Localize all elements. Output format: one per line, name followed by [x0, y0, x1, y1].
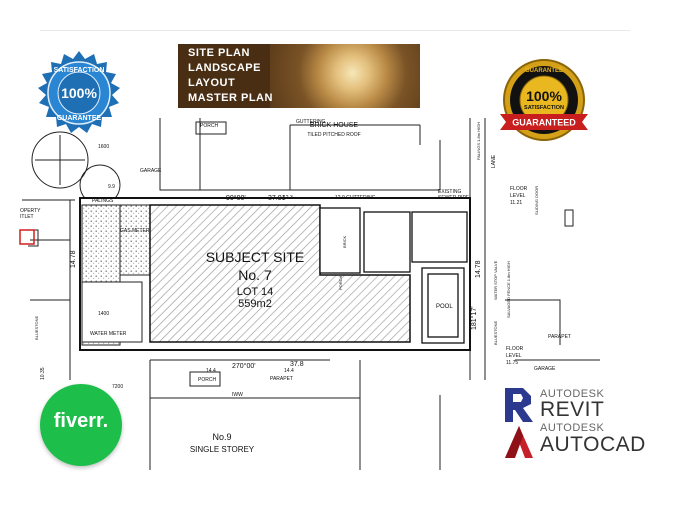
palings-right-label: PALINGS 1.8m HIGH [476, 122, 481, 160]
garage-right-label: GARAGE [534, 366, 556, 372]
bearing-top: 90°00' [226, 194, 246, 202]
bearing-bottom: 270°00' [232, 362, 256, 370]
floor-level-2b: LEVEL [506, 353, 522, 359]
dim-top: 37.91 [268, 195, 286, 202]
fence-label: SALVAGED FENCE 1.8m HIGH [506, 261, 511, 318]
water-meter-zone [81, 281, 143, 343]
seal-gold-ribbon [500, 114, 588, 130]
dim-1400: 1400 [98, 311, 109, 317]
sliding-door-label: SLIDING DOOR [534, 186, 539, 215]
area-label: 559m2 [238, 298, 272, 310]
porch-bottom-label: PORCH [198, 377, 216, 383]
floor-level-2a: FLOOR [506, 346, 524, 352]
banner-ornament [270, 44, 420, 108]
dim-1600: 1600 [98, 144, 109, 150]
left-red-marker [19, 229, 35, 245]
rear-rooms [319, 207, 468, 344]
guaranteed-seal: GUARANTEE 100% SATISFACTION GUARANTEED [500, 59, 588, 141]
banner-line-landscape: LANDSCAPE [188, 62, 261, 74]
seal-blue-percent: 100% [61, 85, 97, 101]
neighbour-number: No.9 [212, 432, 231, 442]
parapet-2: PARAPET [548, 334, 571, 340]
garage-top-label: GARAGE [140, 168, 162, 174]
site-number-label: No. 7 [238, 267, 272, 283]
seal-gold-ring-text: GUARANTEE [525, 68, 563, 74]
subject-house-footprint [149, 204, 411, 343]
revit-name: REVIT [540, 398, 605, 421]
existing-label: EXISTING [438, 189, 461, 195]
services-banner: SITE PLAN LANDSCAPE LAYOUT MASTER PLAN [178, 44, 420, 108]
dim-7200: 7200 [112, 384, 123, 390]
autocad-vendor: AUTODESK [540, 422, 605, 434]
banner-dark-panel [178, 44, 286, 108]
neighbour-description: SINGLE STOREY [190, 445, 255, 454]
seal-blue-top-text: SATISFACTION [54, 67, 105, 74]
iww-label: IWW [232, 392, 243, 398]
roof-label: TILED PITCHED ROOF [307, 132, 360, 138]
floor-level-2c: 11.75 [506, 360, 518, 366]
parapet-1: PARAPET [270, 376, 293, 382]
subject-site-label: SUBJECT SITE [206, 249, 305, 265]
water-stop-label: WATER STOP VALVE [493, 260, 498, 300]
banner-line-site-plan: SITE PLAN [188, 47, 250, 59]
seal-gold-ribbon-text: GUARANTEED [512, 118, 576, 128]
dim-left: 14.78 [70, 250, 77, 268]
floor-level-1c: 11.21 [510, 200, 522, 206]
sewer-pipe-label: SEWER PIPE [438, 195, 470, 201]
autocad-icon [505, 426, 533, 458]
seal-gold-percent: 100% [526, 88, 562, 104]
floor-level-1b: LEVEL [510, 193, 526, 199]
banner-line-master-plan: MASTER PLAN [188, 92, 273, 104]
brick-label: BRICK [342, 235, 347, 248]
top-divider [40, 30, 630, 31]
neighbour-house-top [159, 118, 486, 380]
porch-top-label: PORCH [200, 123, 218, 129]
lane-label: LANE [491, 154, 497, 168]
neighbour-house-bottom [149, 299, 600, 470]
dim-right: 14.78 [475, 260, 482, 278]
autocad-name: AUTOCAD [540, 433, 646, 456]
seal-blue-inner [57, 71, 101, 115]
right-marker [564, 209, 574, 227]
guttering-3: 12.3 [283, 195, 293, 201]
bearing-right: 181°17' [470, 306, 478, 330]
dim-9: 9.9 [108, 184, 115, 190]
palings-label: PALINGS [92, 198, 114, 204]
guttering-1: 12.9 GUTTERING [335, 195, 376, 201]
pool-label: POOL [436, 304, 453, 310]
guttering-2: GUTTERING [296, 119, 326, 125]
brick-house-label: BRICK HOUSE [310, 122, 359, 129]
satisfaction-guarantee-seal: SATISFACTION 100% GUARANTEE [38, 51, 120, 133]
bluestone-2: BLUESTONE [34, 316, 39, 340]
lot-label: LOT 14 [237, 286, 274, 298]
dim-144b: 14.4 [284, 368, 294, 374]
banner-line-layout: LAYOUT [188, 77, 236, 89]
seal-gold-sub-text: SATISFACTION [524, 105, 564, 111]
gas-meter-zone [119, 204, 151, 276]
water-meter-label: WATER METER [90, 331, 127, 337]
revit-vendor: AUTODESK [540, 388, 605, 400]
fiverr-label: fiverr. [53, 410, 109, 432]
floor-level-1a: FLOOR [510, 186, 528, 192]
dim-10: 10.35 [40, 367, 46, 380]
dim-bottom: 37.8 [290, 361, 304, 368]
property-label-2: ITLET [20, 214, 34, 220]
dim-14: 14.4 [206, 368, 216, 374]
revit-icon [505, 388, 533, 422]
bluestone-1: BLUESTONE [493, 321, 498, 345]
porch-label: PORCH [338, 275, 343, 290]
fiverr-badge: fiverr. [40, 384, 122, 466]
gas-meter-label: GAS METER [120, 228, 150, 234]
property-label-1: OPERTY [20, 208, 41, 214]
seal-blue-bottom-text: GUARANTEE [57, 115, 102, 122]
